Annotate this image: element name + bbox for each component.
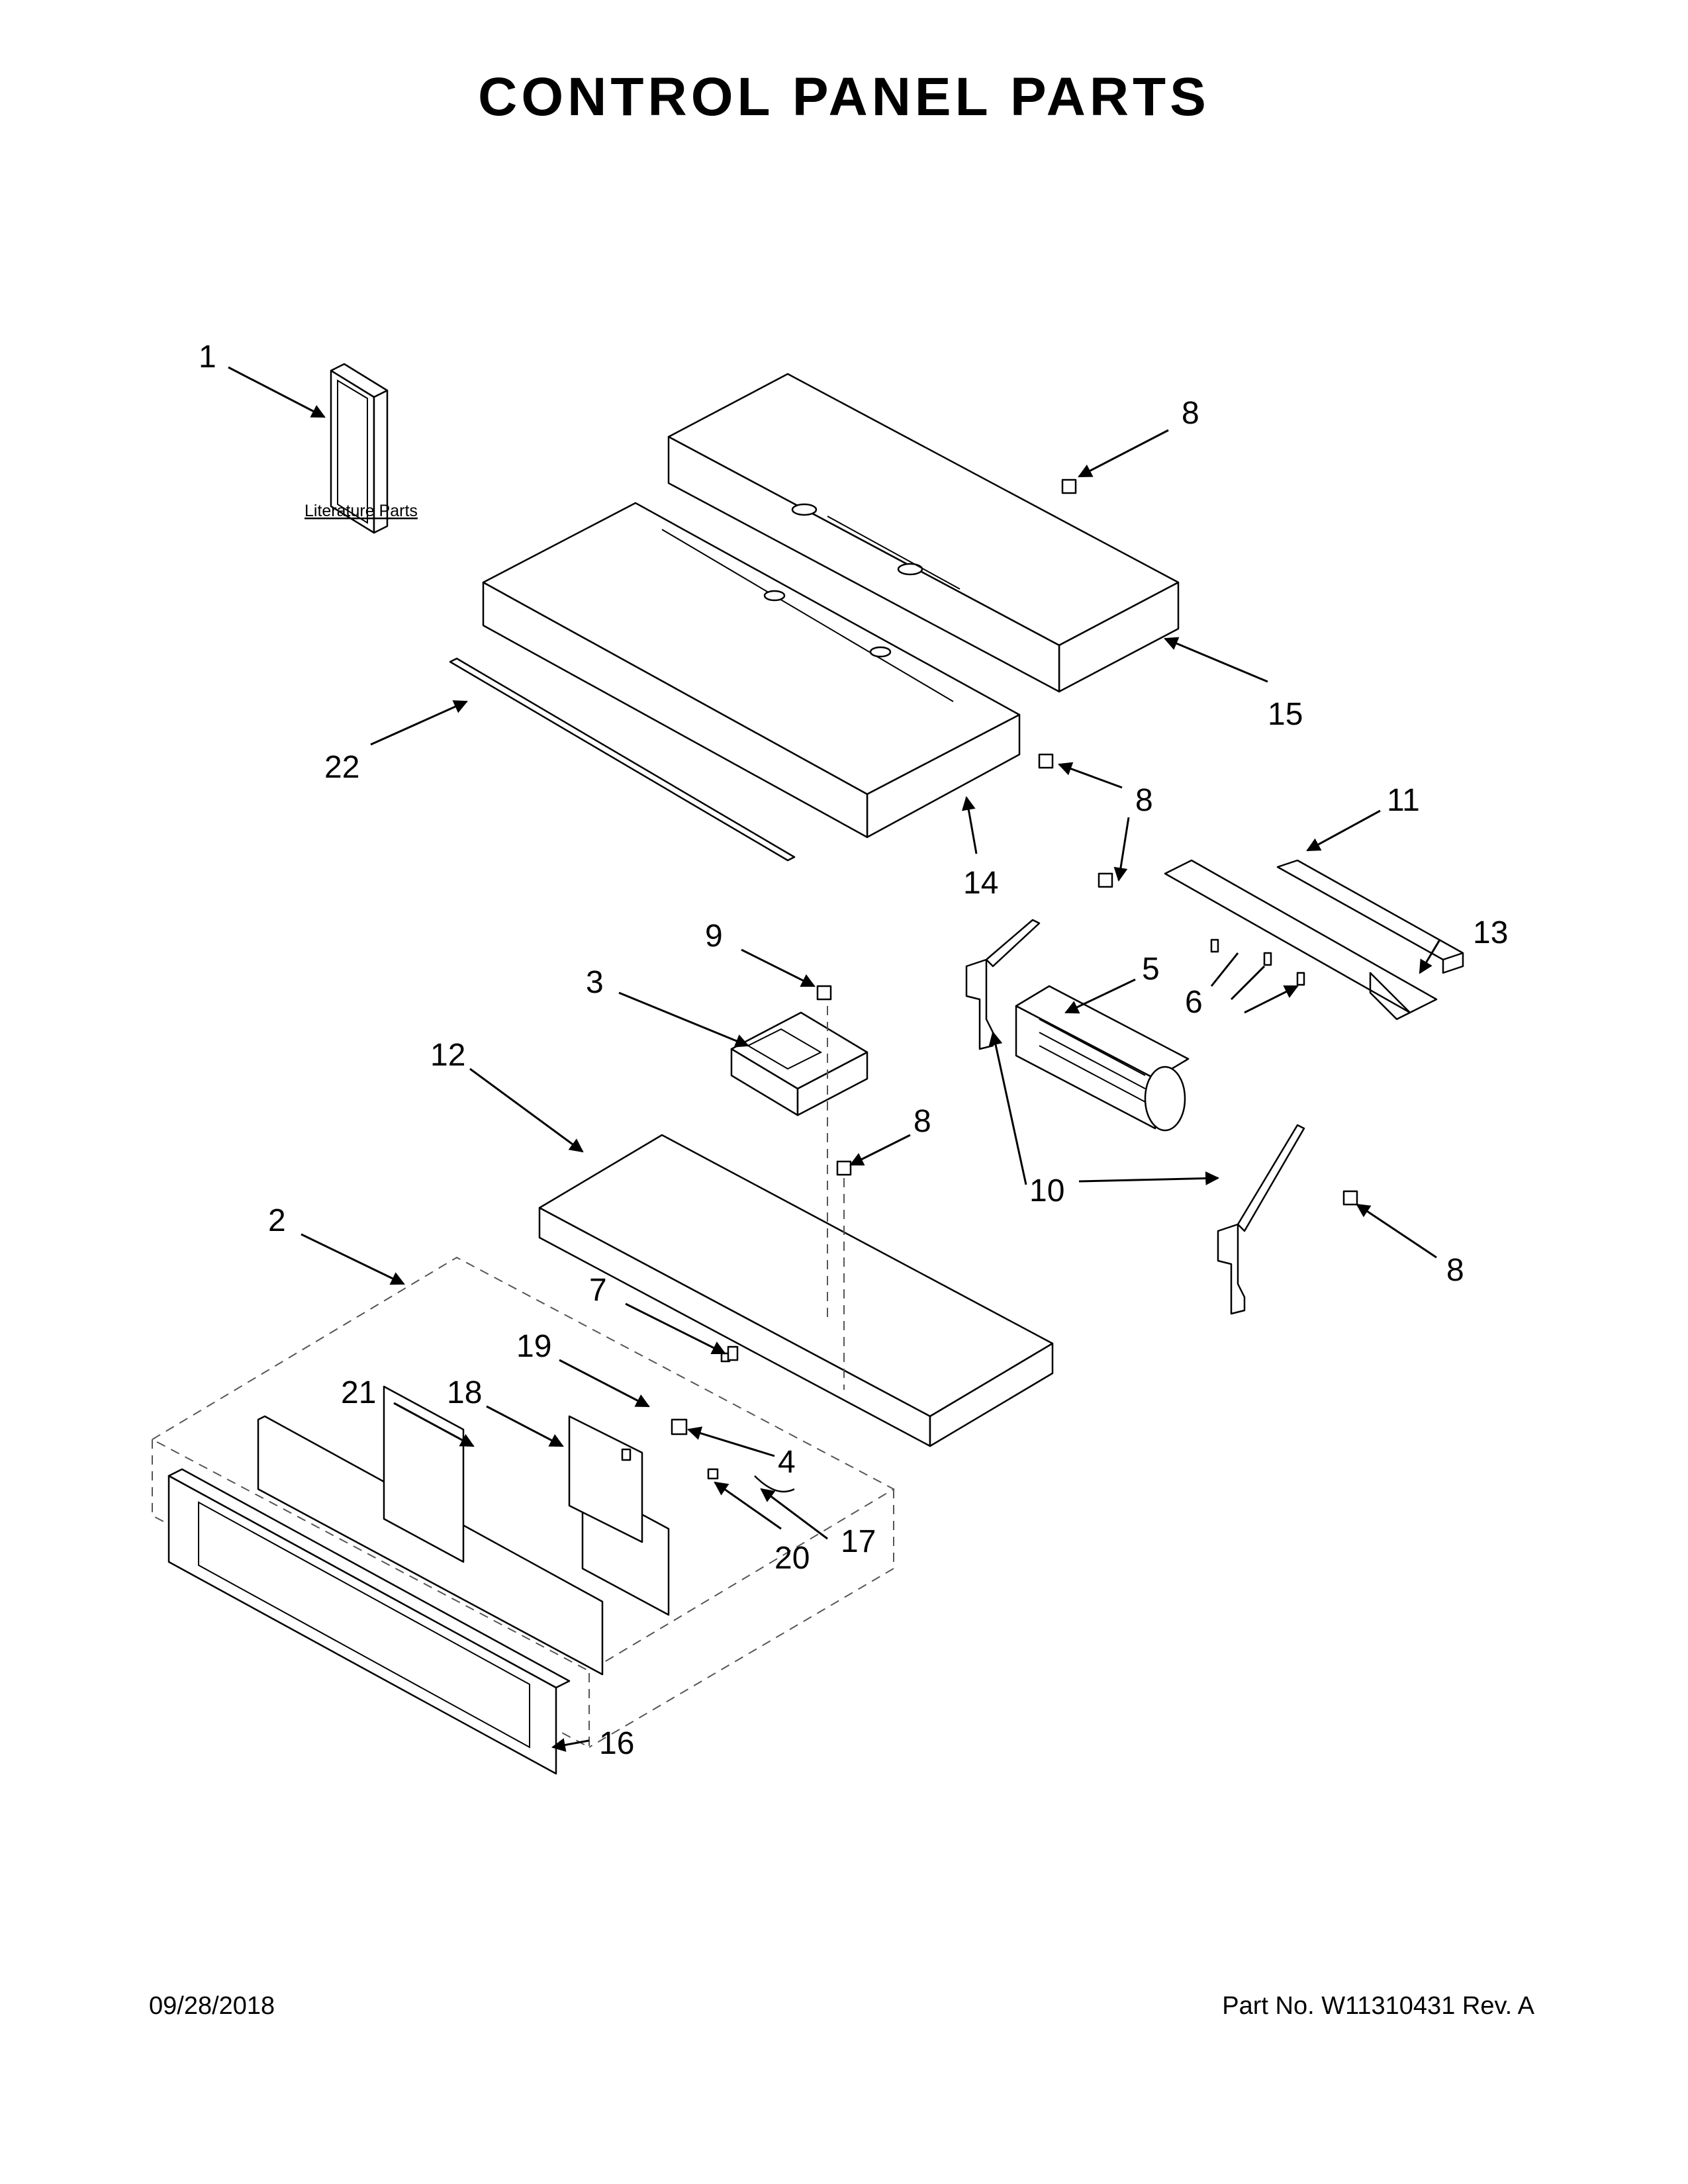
control-board-housing xyxy=(730,1011,868,1116)
callout-21: 21 xyxy=(341,1375,376,1410)
callout-15: 15 xyxy=(1268,697,1303,732)
screw-alignment-line xyxy=(827,1006,845,1390)
touch-panel-glass xyxy=(257,1415,604,1676)
callout-7: 7 xyxy=(589,1273,607,1308)
callout-20: 20 xyxy=(774,1541,810,1576)
callout-2: 2 xyxy=(268,1203,286,1238)
callout-8: 8 xyxy=(1135,783,1153,818)
callout-16: 16 xyxy=(599,1726,634,1761)
screw-icon xyxy=(621,478,1358,1493)
part-number: Part No. W11310431 Rev. A xyxy=(1222,1992,1534,2020)
fan-bracket-right xyxy=(1217,1124,1305,1315)
control-panel-base xyxy=(482,502,1021,839)
callout-19: 19 xyxy=(516,1329,551,1364)
callout-6: 6 xyxy=(1185,985,1203,1020)
callout-22: 22 xyxy=(324,750,359,785)
gasket-strip xyxy=(449,657,796,862)
callout-3: 3 xyxy=(586,965,604,1000)
callout-18: 18 xyxy=(447,1375,482,1410)
bracket-strip xyxy=(1276,859,1464,974)
callout-11: 11 xyxy=(1387,783,1420,818)
callout-12: 12 xyxy=(430,1038,465,1073)
literature-parts-icon xyxy=(330,363,389,534)
callout-4: 4 xyxy=(778,1445,796,1480)
literature-parts-label: Literature Parts xyxy=(305,502,418,520)
callout-leaders xyxy=(228,366,1441,1752)
console-panel xyxy=(167,1468,571,1775)
mounting-bracket xyxy=(1164,859,1438,1021)
cooling-fan-blower xyxy=(1015,985,1190,1132)
callout-14: 14 xyxy=(963,866,998,901)
callout-10: 10 xyxy=(1029,1173,1064,1208)
control-panel-top-cover xyxy=(667,373,1180,693)
page-title: CONTROL PANEL PARTS xyxy=(478,67,1210,127)
document-date: 09/28/2018 xyxy=(149,1992,275,2020)
callout-5: 5 xyxy=(1142,952,1160,987)
control-panel-mounting-plate xyxy=(538,1134,1054,1447)
callout-8: 8 xyxy=(1182,396,1199,431)
ui-control-board xyxy=(568,1415,643,1543)
callout-1: 1 xyxy=(199,340,216,375)
callout-8: 8 xyxy=(1446,1253,1464,1288)
callout-8: 8 xyxy=(914,1104,931,1139)
callout-13: 13 xyxy=(1473,915,1508,950)
callout-9: 9 xyxy=(705,919,723,954)
callout-17: 17 xyxy=(841,1524,876,1559)
